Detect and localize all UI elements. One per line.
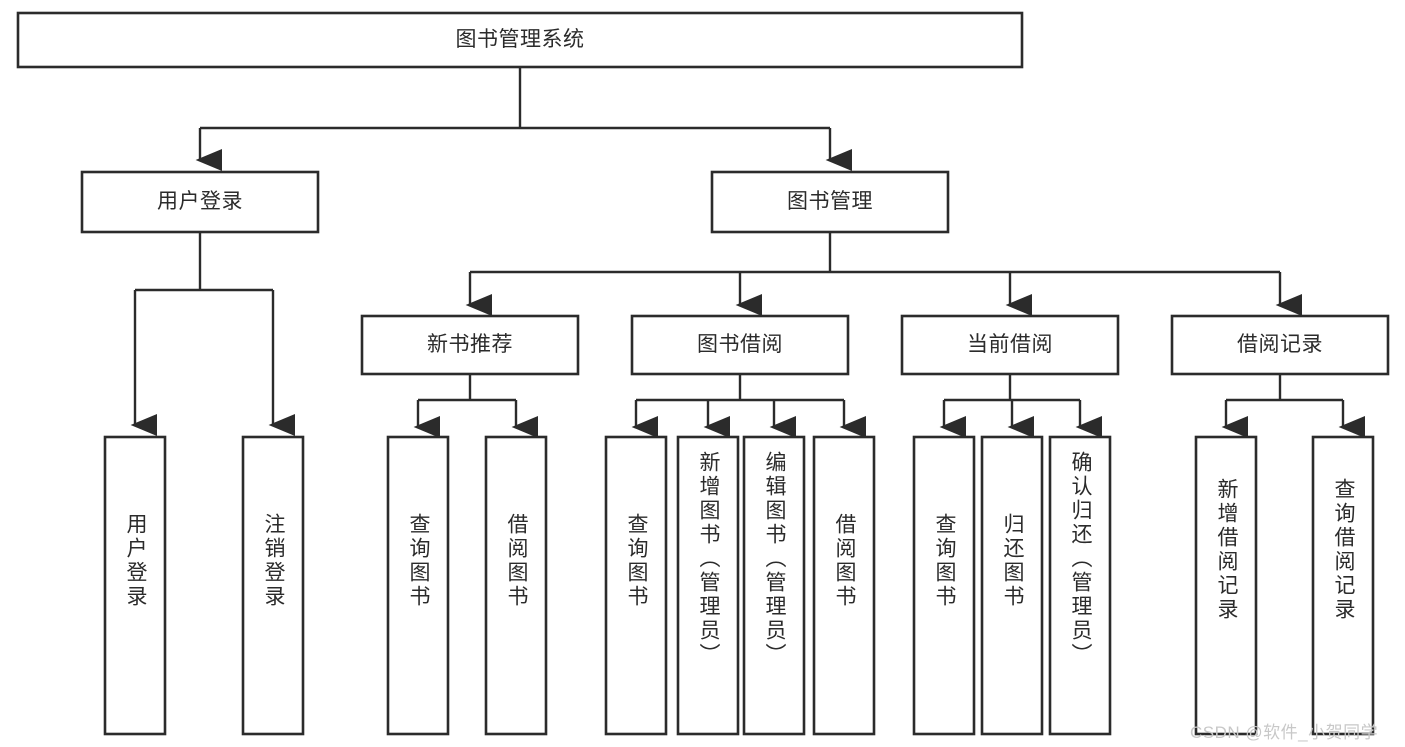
node-box-borrow-record[interactable] — [1170, 314, 1390, 376]
node-box-current-borrow[interactable] — [900, 314, 1120, 376]
node-box-leaf-7[interactable] — [812, 435, 876, 736]
node-box-book-borrow[interactable] — [630, 314, 850, 376]
node-box-leaf-4[interactable] — [604, 435, 668, 736]
node-box-leaf-0[interactable] — [103, 435, 167, 736]
node-box-leaf-3[interactable] — [484, 435, 548, 736]
node-box-leaf-12[interactable] — [1311, 435, 1375, 736]
node-box-new-book-recommend[interactable] — [360, 314, 580, 376]
watermark-text: CSDN @软件_小贺同学 — [1190, 723, 1379, 742]
node-box-leaf-1[interactable] — [241, 435, 305, 736]
node-box-leaf-11[interactable] — [1194, 435, 1258, 736]
node-box-leaf-6[interactable] — [742, 435, 806, 736]
node-box-leaf-2[interactable] — [386, 435, 450, 736]
node-box-leaf-5[interactable] — [676, 435, 740, 736]
node-box-book-management[interactable] — [710, 170, 950, 234]
node-box-root[interactable] — [16, 11, 1024, 69]
node-box-leaf-9[interactable] — [980, 435, 1044, 736]
node-box-leaf-8[interactable] — [912, 435, 976, 736]
node-box-leaf-10[interactable] — [1048, 435, 1112, 736]
node-box-user-login[interactable] — [80, 170, 320, 234]
